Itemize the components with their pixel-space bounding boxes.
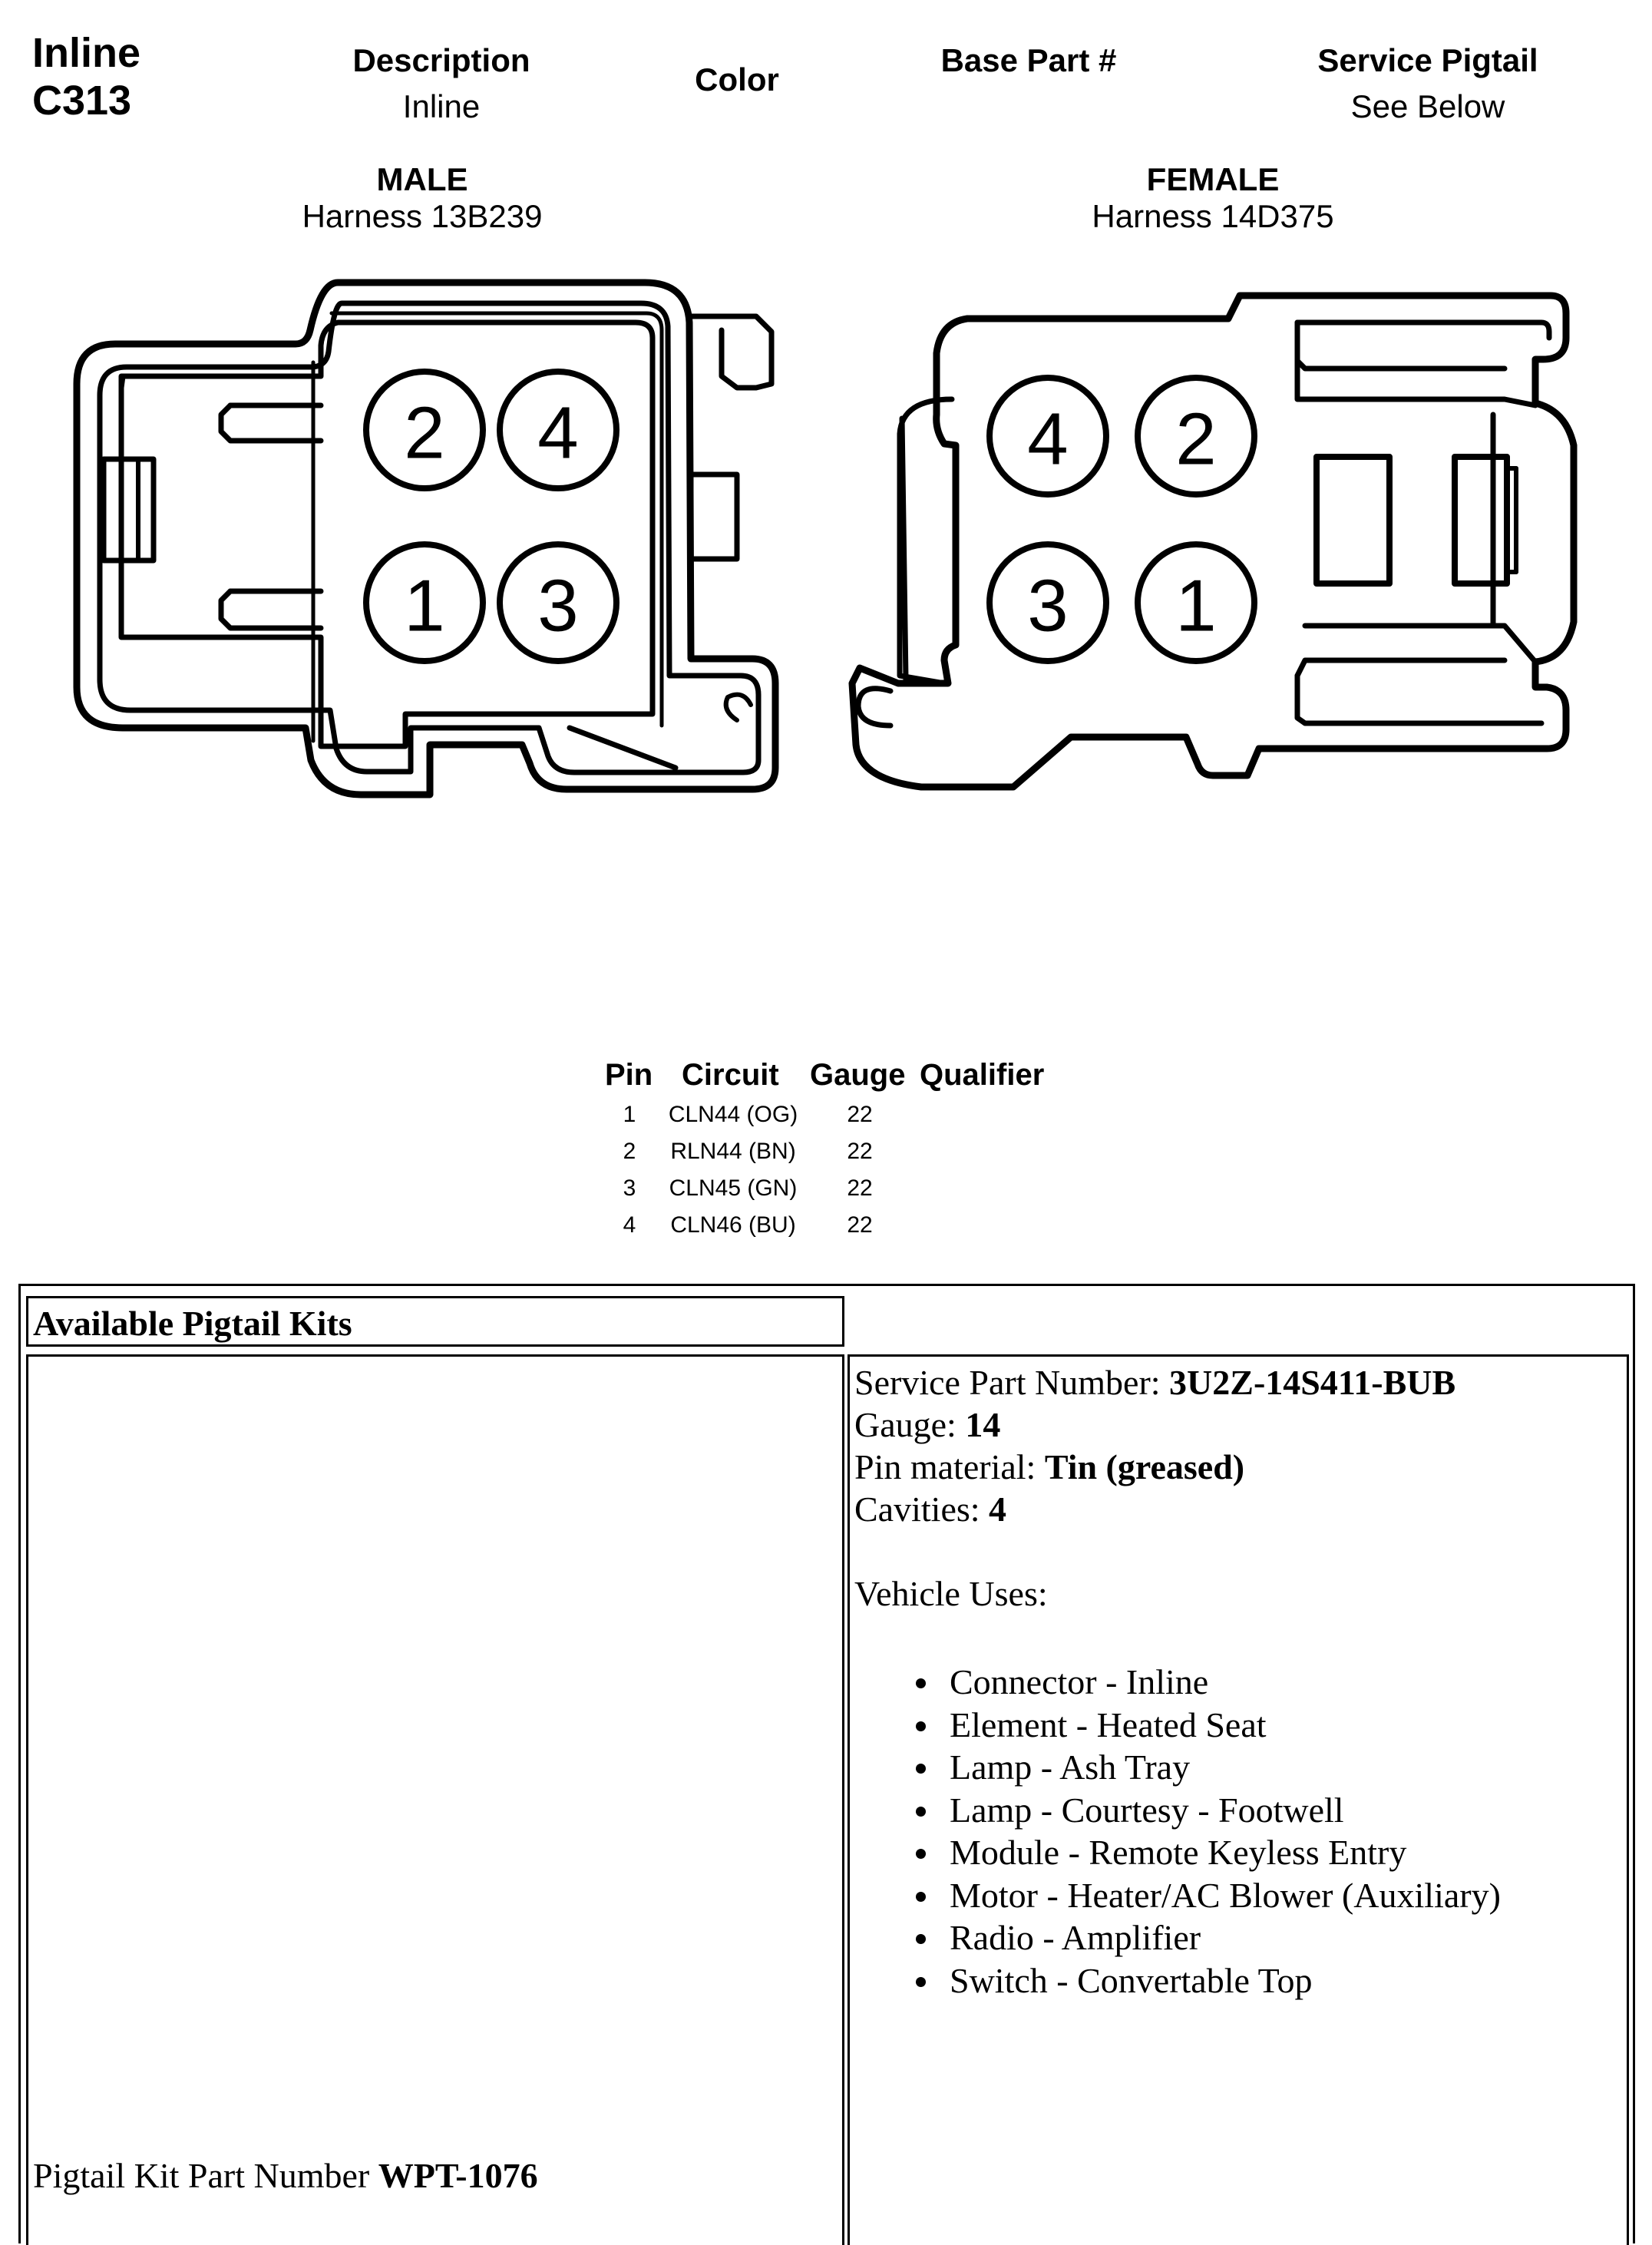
kits-heading-cell: Available Pigtail Kits (26, 1296, 844, 1347)
bullet-icon (916, 1678, 926, 1688)
male-pin-label: 3 (537, 565, 578, 647)
circuit-cell: CLN45 (GN) (669, 1175, 798, 1201)
male-harness: Harness 13B239 (302, 198, 543, 234)
pin-material-line: Pin material: Tin (greased) (854, 1446, 1622, 1488)
pin-material-label: Pin material: (854, 1447, 1045, 1486)
service-pigtail-value: See Below (1350, 88, 1505, 124)
title-line-2: C313 (32, 78, 132, 124)
gauge-cell: 22 (847, 1212, 873, 1238)
circuit-cell: CLN46 (BU) (670, 1212, 796, 1238)
female-pin-label: 4 (1027, 398, 1068, 481)
list-item: Lamp - Courtesy - Footwell (854, 1789, 1622, 1832)
cavities-label: Cavities: (854, 1490, 990, 1529)
bullet-icon (916, 1849, 926, 1859)
female-label: FEMALE (1146, 161, 1280, 197)
male-connector (73, 279, 779, 798)
vehicle-uses-label: Vehicle Uses: (854, 1574, 1048, 1613)
bullet-icon (916, 1806, 926, 1817)
list-item: Lamp - Ash Tray (854, 1746, 1622, 1789)
connector-title: Inline C313 (32, 29, 140, 124)
pin-material-value: Tin (greased) (1044, 1447, 1245, 1486)
connector-diagram: 2 4 1 3 4 2 3 1 (73, 279, 1578, 798)
cavities-value: 4 (989, 1490, 1007, 1529)
bullet-icon (916, 1764, 926, 1774)
service-part-line: Service Part Number: 3U2Z-14S411-BUB (854, 1361, 1622, 1404)
gauge-header: Gauge (810, 1058, 906, 1092)
service-pigtail-label: Service Pigtail (1317, 42, 1538, 78)
description-value: Inline (402, 88, 481, 124)
male-pin-label: 4 (537, 392, 578, 474)
vehicle-uses-list: Connector - Inline Element - Heated Seat… (854, 1661, 1622, 2002)
gauge-cell: 22 (847, 1139, 873, 1164)
male-pin-label: 2 (404, 392, 444, 474)
kit-part-value: WPT-1076 (378, 2156, 538, 2195)
base-part-label: Base Part # (940, 42, 1117, 78)
list-item: Connector - Inline (854, 1661, 1622, 1704)
bullet-icon (916, 1934, 926, 1944)
bullet-icon (916, 1721, 926, 1731)
gauge-value: 14 (965, 1405, 1001, 1444)
description-label: Description (352, 42, 530, 78)
female-pin-label: 3 (1027, 565, 1068, 647)
gauge-line: Gauge: 14 (854, 1404, 1622, 1446)
circuit-header: Circuit (682, 1058, 779, 1092)
title-line-1: Inline (32, 30, 141, 76)
color-label: Color (695, 61, 779, 98)
service-part-label: Service Part Number: (854, 1363, 1170, 1402)
female-harness: Harness 14D375 (1092, 198, 1334, 234)
female-connector (848, 292, 1578, 791)
bullet-icon (916, 1976, 926, 1987)
female-pin-label: 1 (1175, 565, 1216, 647)
male-label: MALE (376, 161, 468, 197)
kit-part-label: Pigtail Kit Part Number (33, 2156, 378, 2195)
qualifier-header: Qualifier (920, 1058, 1045, 1092)
kit-part-number: Pigtail Kit Part Number WPT-1076 (33, 2155, 538, 2196)
bullet-icon (916, 1891, 926, 1902)
list-item: Motor - Heater/AC Blower (Auxiliary) (854, 1874, 1622, 1917)
pin-cell: 4 (623, 1212, 636, 1238)
pin-cell: 1 (623, 1102, 636, 1127)
circuit-cell: RLN44 (BN) (670, 1139, 796, 1164)
kit-part-cell: Pigtail Kit Part Number WPT-1076 (26, 1354, 844, 2245)
kits-heading: Available Pigtail Kits (33, 1304, 352, 1343)
cavities-line: Cavities: 4 (854, 1488, 1622, 1530)
list-item: Radio - Amplifier (854, 1916, 1622, 1959)
gauge-label: Gauge: (854, 1405, 966, 1444)
list-item: Switch - Convertable Top (854, 1959, 1622, 2002)
pin-cell: 2 (623, 1139, 636, 1164)
pin-header: Pin (605, 1058, 653, 1092)
kit-details-cell: Service Part Number: 3U2Z-14S411-BUB Gau… (847, 1354, 1629, 2245)
pigtail-kits-table (18, 1284, 1635, 2243)
gauge-cell: 22 (847, 1175, 873, 1201)
list-item: Module - Remote Keyless Entry (854, 1831, 1622, 1874)
male-pin-label: 1 (404, 565, 444, 647)
gauge-cell: 22 (847, 1102, 873, 1127)
kit-details: Service Part Number: 3U2Z-14S411-BUB Gau… (854, 1361, 1622, 2002)
circuit-cell: CLN44 (OG) (668, 1102, 798, 1127)
list-item: Element - Heated Seat (854, 1704, 1622, 1747)
service-part-value: 3U2Z-14S411-BUB (1169, 1363, 1456, 1402)
pin-cell: 3 (623, 1175, 636, 1201)
female-pin-label: 2 (1175, 398, 1216, 481)
